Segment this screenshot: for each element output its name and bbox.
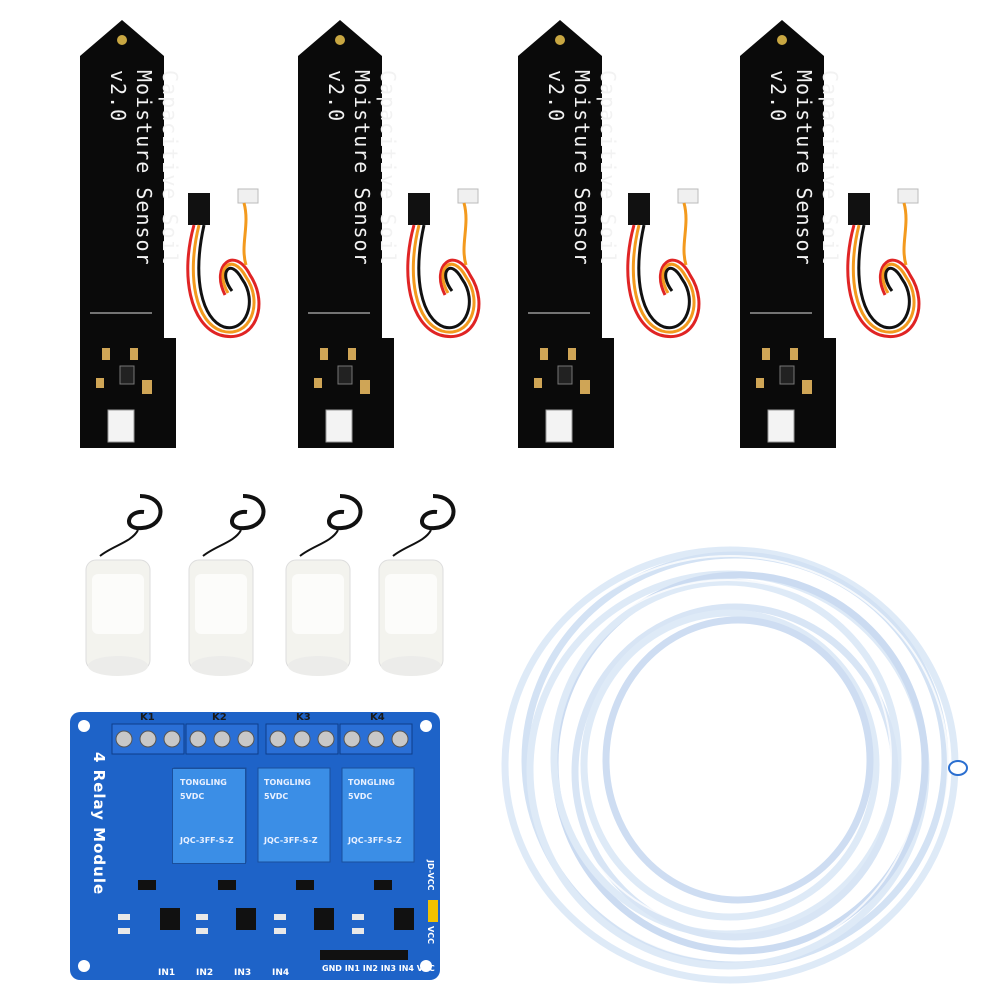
relay-channel-label: K2 (212, 712, 227, 723)
relay-module-board (70, 712, 440, 980)
jumper-cable-3 (626, 188, 701, 339)
water-pump-2 (188, 494, 266, 676)
water-pump-4 (378, 494, 456, 676)
relay-brand-label: TONGLING (348, 778, 395, 787)
relay-voltage-label: 5VDC (264, 792, 289, 801)
relay-channel-label: K1 (140, 712, 155, 723)
sensor-label-line2: Moisture Sensor v2.0 (544, 70, 594, 266)
sensor-label: Capacitive Soil Moisture Sensor v2.0 (738, 70, 843, 320)
vinyl-tubing-coil (501, 546, 968, 984)
soil-sensor-1: Capacitive Soil Moisture Sensor v2.0 (72, 18, 192, 478)
relay-input-label: IN2 (196, 968, 214, 978)
relay-input-label: IN1 (158, 968, 176, 978)
water-pump-3 (285, 494, 363, 676)
jumper-cable-2 (406, 188, 481, 339)
relay-brand-label: TONGLING (264, 778, 311, 787)
relay-jd-vcc-label: JD-VCC (426, 860, 435, 891)
soil-sensor-3: Capacitive Soil Moisture Sensor v2.0 (510, 18, 630, 478)
soil-sensor-2: Capacitive Soil Moisture Sensor v2.0 (290, 18, 410, 478)
sensor-label-line1: Capacitive Soil (158, 70, 182, 266)
relay-body-1 (172, 768, 246, 864)
sensor-label: Capacitive Soil Moisture Sensor v2.0 (516, 70, 621, 320)
relay-brand-label: TONGLING (180, 778, 227, 787)
sensor-label: Capacitive Soil Moisture Sensor v2.0 (296, 70, 401, 320)
water-pump-1 (85, 494, 163, 676)
relay-header-label: GND IN1 IN2 IN3 IN4 VCC (322, 964, 435, 973)
relay-model-label: JQC-3FF-S-Z (264, 836, 318, 845)
relay-voltage-label: 5VDC (348, 792, 373, 801)
relay-model-label: JQC-3FF-S-Z (180, 836, 234, 845)
relay-channel-label: K4 (370, 712, 385, 723)
jumper-cable-4 (846, 188, 921, 339)
relay-voltage-label: 5VDC (180, 792, 205, 801)
sensor-label-line2: Moisture Sensor v2.0 (324, 70, 374, 266)
sensor-label-line1: Capacitive Soil (818, 70, 842, 266)
relay-model-label: JQC-3FF-S-Z (348, 836, 402, 845)
sensor-label-line1: Capacitive Soil (596, 70, 620, 266)
relay-module-title: 4 Relay Module (90, 752, 108, 896)
sensor-label: Capacitive Soil Moisture Sensor v2.0 (78, 70, 183, 320)
sensor-label-line2: Moisture Sensor v2.0 (766, 70, 816, 266)
sensor-label-line1: Capacitive Soil (376, 70, 400, 266)
relay-input-label: IN4 (272, 968, 290, 978)
sensor-label-line2: Moisture Sensor v2.0 (106, 70, 156, 266)
relay-vcc-label: VCC (426, 926, 435, 944)
jumper-cable-1 (186, 188, 261, 339)
soil-sensor-4: Capacitive Soil Moisture Sensor v2.0 (732, 18, 852, 478)
relay-channel-label: K3 (296, 712, 311, 723)
relay-input-label: IN3 (234, 968, 252, 978)
